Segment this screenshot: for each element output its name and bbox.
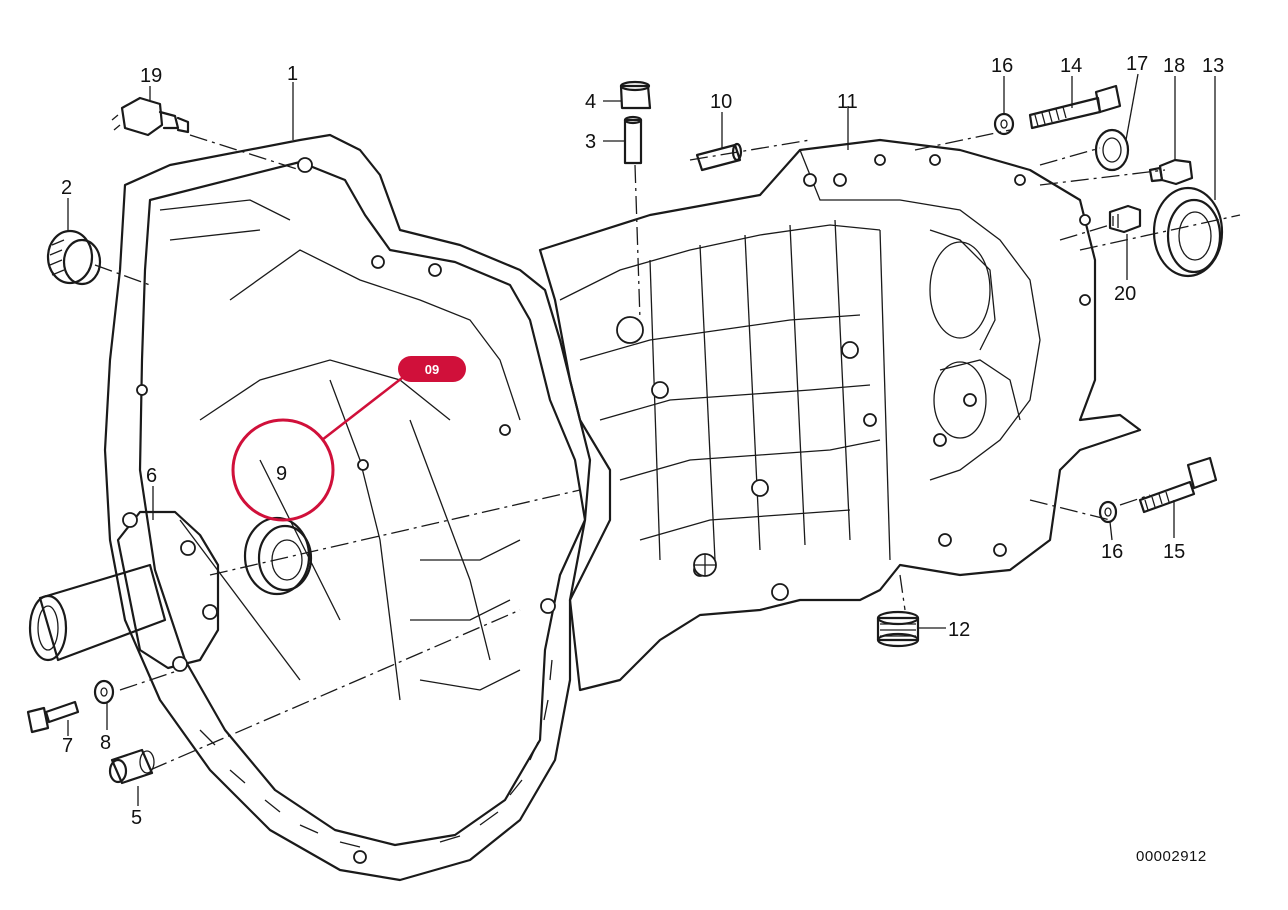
part-19-switch (111, 96, 190, 137)
label-18: 18 (1163, 55, 1185, 77)
part-6-flange (28, 510, 220, 672)
assembly-axes (94, 129, 1241, 771)
label-1: 1 (287, 63, 298, 85)
part-16-washer-bottom (1098, 500, 1118, 524)
label-17: 17 (1126, 53, 1148, 75)
part-14-bolt (1028, 84, 1122, 130)
part-4-cap (619, 80, 652, 110)
part-9-seal (243, 516, 313, 596)
label-15: 15 (1163, 541, 1185, 563)
label-8: 8 (100, 732, 111, 754)
label-11: 11 (837, 91, 858, 113)
label-12: 12 (948, 619, 970, 641)
part-labels: 19 1 2 4 3 10 11 16 14 17 18 13 20 6 9 7… (61, 53, 1224, 829)
part-15-bolt (1138, 456, 1218, 514)
part-16-washer-top (993, 112, 1015, 136)
part-5-sleeve (108, 748, 155, 785)
label-19: 19 (140, 65, 162, 87)
label-20: 20 (1114, 283, 1136, 305)
callout-leader (321, 377, 403, 441)
bell-housing (103, 133, 612, 882)
part-10-dowel (695, 142, 743, 172)
label-5: 5 (131, 807, 142, 829)
part-7-bolt (26, 700, 80, 734)
part-8-washer (93, 679, 115, 705)
label-6: 6 (146, 465, 157, 487)
part-13-seal (1152, 186, 1224, 278)
highlight-callout[interactable]: 09 (231, 356, 466, 522)
gearbox-case (538, 138, 1142, 692)
callout-badge-text: 09 (425, 362, 439, 377)
reference-number: 00002912 (1136, 848, 1207, 865)
part-20-plug (1108, 204, 1142, 234)
label-16-bottom: 16 (1101, 541, 1123, 563)
part-2-plug (46, 229, 102, 286)
highlight-ring (231, 418, 335, 522)
leader-lines (67, 73, 1216, 806)
label-7: 7 (62, 735, 73, 757)
part-17-seal (1094, 128, 1130, 172)
label-3: 3 (585, 131, 596, 153)
label-2: 2 (61, 177, 72, 199)
label-13: 13 (1202, 55, 1224, 77)
label-4: 4 (585, 91, 596, 113)
label-16-top: 16 (991, 55, 1013, 77)
part-12-plug (876, 610, 920, 648)
part-3-pin (623, 115, 643, 165)
label-10: 10 (710, 91, 732, 113)
part-18-sender (1148, 158, 1194, 186)
callout-badge[interactable] (398, 356, 466, 382)
label-9: 9 (276, 463, 287, 485)
label-14: 14 (1060, 55, 1082, 77)
